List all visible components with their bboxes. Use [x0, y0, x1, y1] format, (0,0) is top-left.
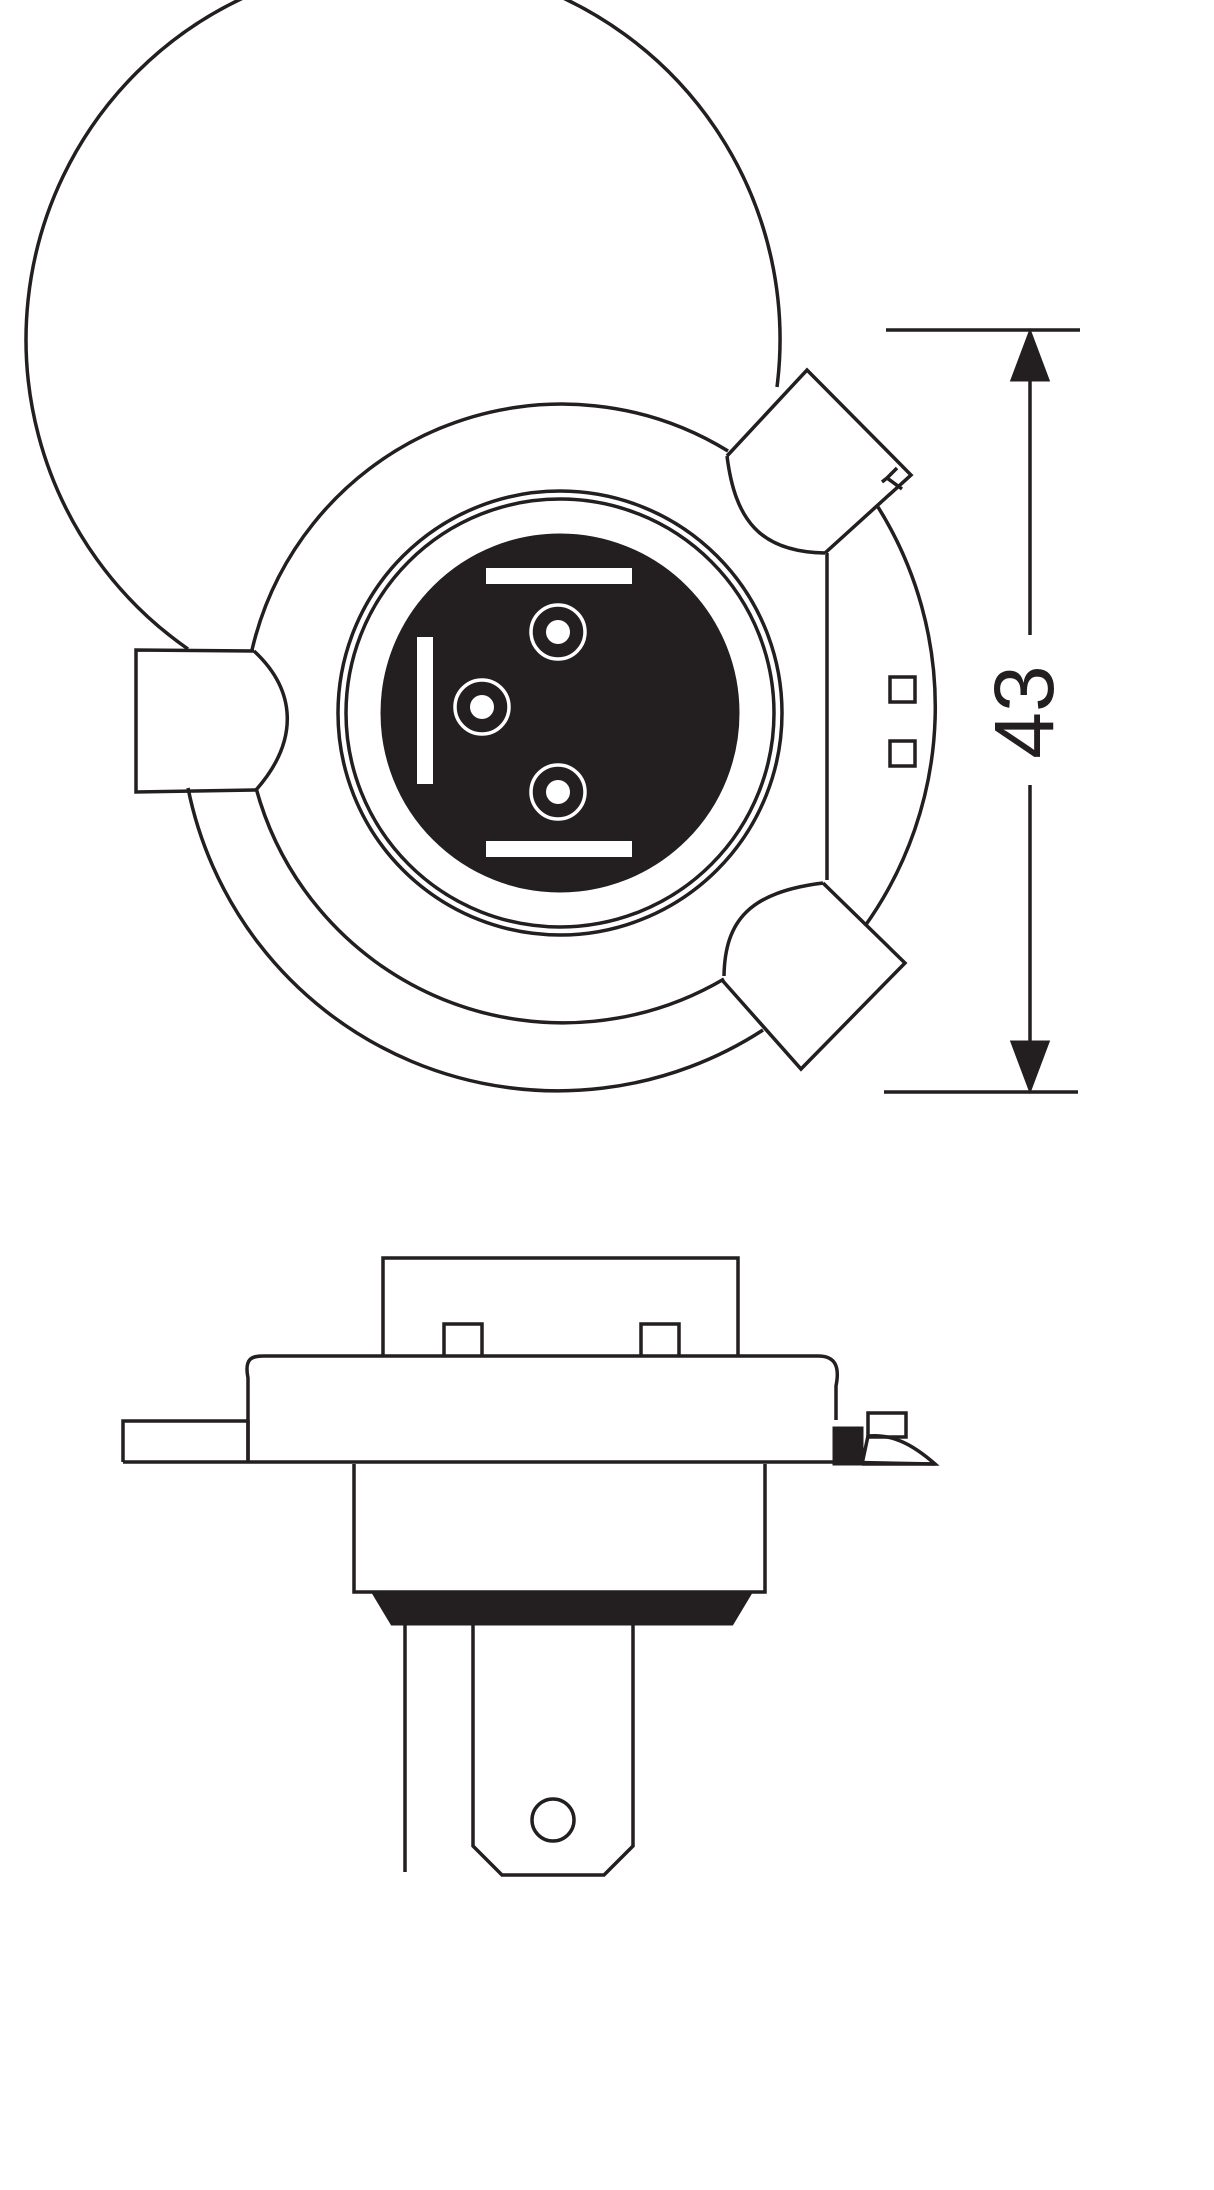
contact-pin-bottom: [529, 763, 587, 821]
side-flange: [245, 1354, 840, 1462]
side-dark-band: [371, 1592, 753, 1626]
contact-pin-middle: [453, 678, 511, 736]
dimension-value: 43: [977, 665, 1071, 758]
side-lug-right: [639, 1322, 681, 1356]
inner-flange-arc-upper: [250, 402, 729, 651]
side-blade-terminal: [471, 1624, 635, 1877]
side-top-cap: [381, 1256, 740, 1356]
outer-flange-arc-lower: [186, 787, 764, 1093]
outer-flange-arc: [24, 0, 782, 651]
outer-flange-arc-right: [863, 506, 938, 928]
bulb-front-view: [24, 0, 938, 1093]
left-tab: [134, 648, 289, 794]
dimension-arrow-down: [1009, 1040, 1051, 1095]
height-dimension: 43: [884, 327, 1080, 1095]
marker-square-lower: [888, 739, 917, 768]
dimension-arrow-up: [1009, 327, 1051, 382]
side-lug-left: [442, 1322, 484, 1356]
side-right-tab: [832, 1411, 940, 1466]
lower-right-tab: [720, 881, 908, 1072]
socket-inner-ring: [344, 497, 776, 929]
marker-square-upper: [888, 675, 917, 704]
side-left-tab: [121, 1419, 248, 1462]
contact-pin-top: [529, 603, 587, 661]
socket-face: [380, 533, 740, 893]
side-terminal-hole: [530, 1797, 576, 1843]
contact-strip-top: [486, 568, 632, 584]
socket-outer-ring: [336, 489, 784, 937]
upper-right-tab: [725, 367, 914, 555]
contact-strip-bottom: [486, 841, 632, 857]
bulb-side-view: [121, 1256, 940, 1877]
inner-flange-arc-lower: [254, 787, 725, 1025]
contact-strip-left: [417, 637, 433, 784]
side-collar: [352, 1464, 767, 1594]
